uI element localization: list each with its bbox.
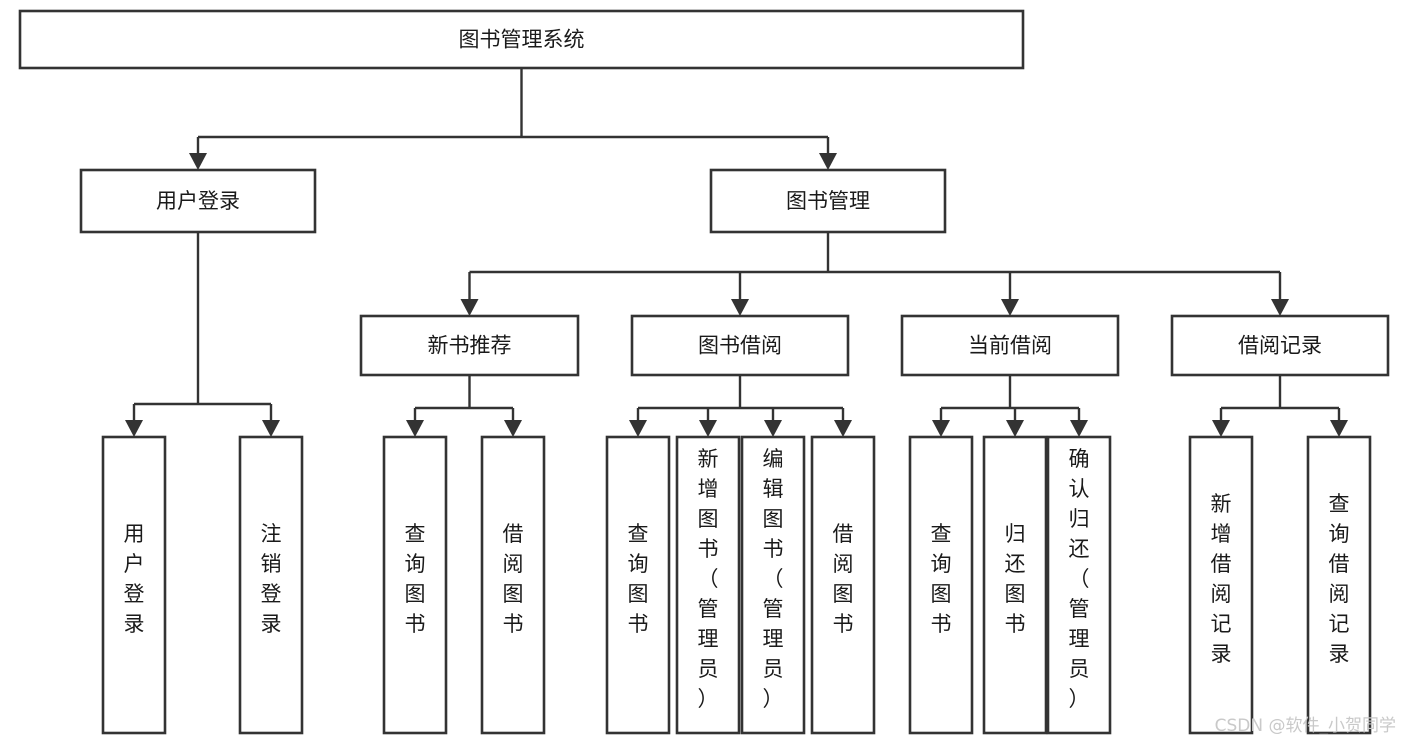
node-box[interactable] — [675, 435, 741, 735]
node-l-bor-4[interactable]: 借阅图书 — [810, 435, 876, 735]
node-box[interactable] — [382, 435, 448, 735]
node-n-current[interactable]: 当前借阅 — [900, 314, 1120, 377]
node-box[interactable] — [480, 435, 546, 735]
node-l-bor-3[interactable]: 编辑图书（管理员） — [740, 435, 806, 735]
node-l-bor-2[interactable]: 新增图书（管理员） — [675, 435, 741, 735]
node-label: 确认归还（管理员） — [1069, 447, 1090, 711]
node-label: 新书推荐 — [428, 334, 512, 358]
node-l-new-2[interactable]: 借阅图书 — [480, 435, 546, 735]
node-n-record[interactable]: 借阅记录 — [1170, 314, 1390, 377]
node-label: 查询图书 — [405, 522, 426, 636]
node-box[interactable] — [900, 314, 1120, 377]
node-box[interactable] — [605, 435, 671, 735]
node-box[interactable] — [810, 435, 876, 735]
node-n-newbook[interactable]: 新书推荐 — [359, 314, 580, 377]
node-label: 查询图书 — [628, 522, 649, 636]
node-label: 用户登录 — [124, 522, 145, 636]
node-label: 当前借阅 — [968, 334, 1052, 358]
node-n-borrow[interactable]: 图书借阅 — [630, 314, 850, 377]
connector-group-n-login — [125, 232, 280, 437]
arrow-head-icon — [1070, 420, 1088, 437]
connectors-layer — [125, 68, 1348, 437]
node-box[interactable] — [18, 9, 1025, 70]
arrow-head-icon — [834, 420, 852, 437]
connector-group-n-newbook — [406, 375, 522, 437]
csdn-watermark: CSDN @软件_小贺同学 — [1215, 716, 1396, 736]
arrow-head-icon — [629, 420, 647, 437]
node-label: 借阅记录 — [1238, 334, 1322, 358]
arrow-head-icon — [731, 299, 749, 316]
node-box[interactable] — [982, 435, 1048, 735]
arrow-head-icon — [1006, 420, 1024, 437]
node-box[interactable] — [79, 168, 317, 234]
arrow-head-icon — [504, 420, 522, 437]
node-l-cur-2[interactable]: 归还图书 — [982, 435, 1048, 735]
node-l-rec-2[interactable]: 查询借阅记录 — [1306, 435, 1372, 735]
arrow-head-icon — [406, 420, 424, 437]
node-box[interactable] — [1046, 435, 1112, 735]
node-label: 新增图书（管理员） — [698, 447, 719, 711]
node-n-manage[interactable]: 图书管理 — [709, 168, 947, 234]
arrow-head-icon — [189, 153, 207, 170]
node-box[interactable] — [238, 435, 304, 735]
node-box[interactable] — [908, 435, 974, 735]
arrow-head-icon — [262, 420, 280, 437]
node-label: 查询图书 — [931, 522, 952, 636]
node-l-bor-1[interactable]: 查询图书 — [605, 435, 671, 735]
arrow-head-icon — [1001, 299, 1019, 316]
arrow-head-icon — [819, 153, 837, 170]
node-label: 新增借阅记录 — [1211, 492, 1232, 666]
connector-group-n-current — [932, 375, 1088, 437]
arrow-head-icon — [125, 420, 143, 437]
node-l-cur-3[interactable]: 确认归还（管理员） — [1046, 435, 1112, 735]
node-box[interactable] — [101, 435, 167, 735]
arrow-head-icon — [764, 420, 782, 437]
arrow-head-icon — [1330, 420, 1348, 437]
arrow-head-icon — [1212, 420, 1230, 437]
node-l-cur-1[interactable]: 查询图书 — [908, 435, 974, 735]
arrow-head-icon — [932, 420, 950, 437]
node-box[interactable] — [709, 168, 947, 234]
connector-group-n-manage — [460, 232, 1289, 316]
connector-group-n-borrow — [629, 375, 852, 437]
node-l-login-1[interactable]: 用户登录 — [101, 435, 167, 735]
arrow-head-icon — [1271, 299, 1289, 316]
connector-group-root — [189, 68, 837, 170]
node-label: 图书管理 — [786, 189, 870, 213]
node-label: 图书借阅 — [698, 334, 782, 358]
node-l-login-2[interactable]: 注销登录 — [238, 435, 304, 735]
node-label: 借阅图书 — [503, 522, 524, 636]
node-box[interactable] — [740, 435, 806, 735]
node-l-rec-1[interactable]: 新增借阅记录 — [1188, 435, 1254, 735]
node-box[interactable] — [1188, 435, 1254, 735]
node-l-new-1[interactable]: 查询图书 — [382, 435, 448, 735]
nodes-layer: 图书管理系统用户登录图书管理新书推荐图书借阅当前借阅借阅记录用户登录注销登录查询… — [18, 9, 1390, 735]
node-label: 归还图书 — [1005, 522, 1026, 636]
node-box[interactable] — [630, 314, 850, 377]
node-label: 编辑图书（管理员） — [763, 447, 784, 711]
connector-group-n-record — [1212, 375, 1348, 437]
node-box[interactable] — [1170, 314, 1390, 377]
node-label: 用户登录 — [156, 189, 240, 213]
node-label: 查询借阅记录 — [1329, 492, 1350, 666]
arrow-head-icon — [699, 420, 717, 437]
node-box[interactable] — [359, 314, 580, 377]
node-label: 借阅图书 — [833, 522, 854, 636]
node-label: 注销登录 — [261, 522, 282, 636]
arrow-head-icon — [460, 299, 479, 316]
node-box[interactable] — [1306, 435, 1372, 735]
node-root[interactable]: 图书管理系统 — [18, 9, 1025, 70]
node-n-login[interactable]: 用户登录 — [79, 168, 317, 234]
node-label: 图书管理系统 — [459, 28, 585, 52]
